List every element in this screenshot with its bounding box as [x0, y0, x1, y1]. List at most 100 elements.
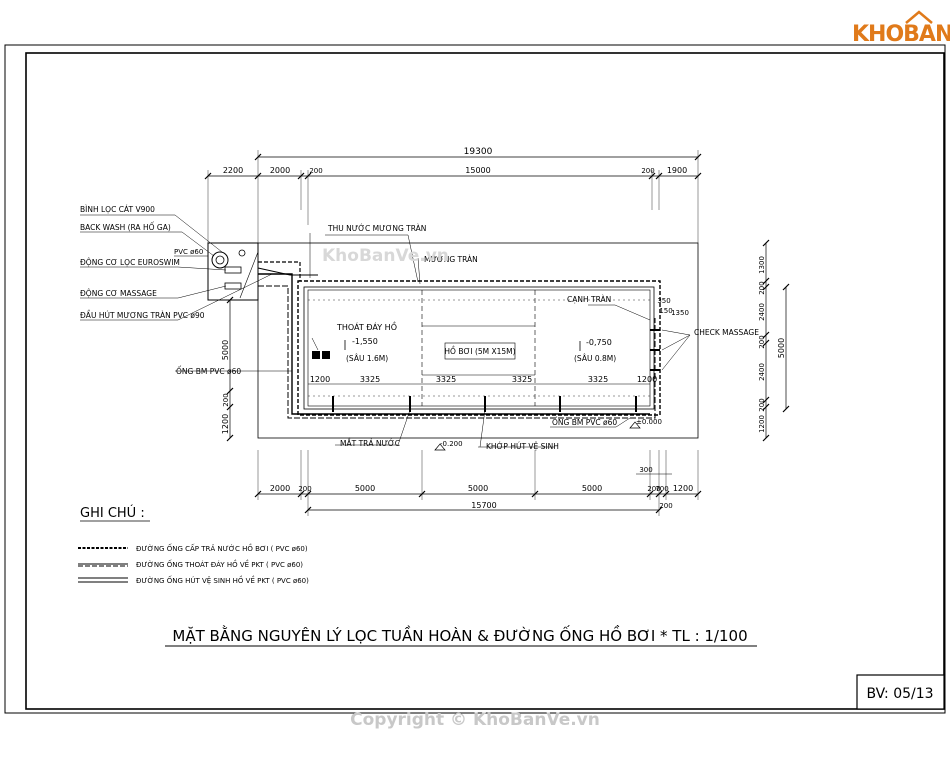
- dim-bottom-small: 300: [639, 466, 652, 474]
- dim-inner: 3325: [588, 375, 608, 384]
- pool-basin: [307, 289, 651, 407]
- dim-right-misc: 150: [659, 307, 672, 315]
- dim-right: 1200: [758, 415, 766, 433]
- dim-left: 200: [222, 393, 230, 406]
- return-pipe: [258, 273, 650, 415]
- dim-bottom: 700: [655, 485, 668, 493]
- legend-drain: ĐƯỜNG ỐNG THOÁT ĐÁY HỒ VỀ PKT ( PVC ø60): [136, 559, 303, 569]
- label-main-drain: THOÁT ĐÁY HỒ: [336, 320, 397, 332]
- valve-icon: [238, 249, 246, 257]
- dim-bottom: 200: [647, 485, 660, 493]
- sand-filter-icon: [211, 251, 229, 269]
- drain-pipe: [258, 285, 656, 419]
- sheet-number: BV: 05/13: [866, 686, 933, 702]
- level-symbol-icon: [434, 443, 446, 451]
- drawing-title: MẶT BẰNG NGUYÊN LÝ LỌC TUẦN HOÀN & ĐƯỜNG…: [172, 624, 747, 645]
- label-check-massage: CHECK MASSAGE: [694, 328, 759, 337]
- dim-bottom: 2000: [270, 484, 290, 493]
- pool-name-box: [444, 342, 516, 360]
- label-backwash: BACK WASH (RA HỐ GA): [80, 222, 171, 232]
- dim-bottom: 1200: [673, 484, 693, 493]
- label-massage-pipe-right: ỐNG BM PVC ø60: [552, 417, 617, 427]
- label-filter-pump: ĐỘNG CƠ LỌC EUROSWIM: [80, 258, 180, 267]
- dim-top-seg: 200: [641, 167, 654, 175]
- diagonal-pipe: [239, 251, 259, 299]
- level-deck: -0.200: [440, 440, 463, 448]
- watermark: KhoBanVe.vn: [322, 246, 449, 266]
- label-overflow-edge: CẠNH TRÀN: [567, 295, 611, 304]
- dim-bottom: 200: [298, 485, 311, 493]
- copyright: Copyright © KhoBanVe.vn: [350, 710, 600, 730]
- notes-heading: GHI CHÚ :: [80, 505, 145, 521]
- dim-inner: 1200: [637, 375, 657, 384]
- leader-lines: [80, 214, 691, 448]
- massage-pump-icon: [224, 282, 242, 290]
- level-symbol-icon: [629, 421, 641, 429]
- label-pvc: PVC ø60: [174, 248, 203, 256]
- label-overflow-channel: MƯƠNG TRÀN: [424, 255, 478, 264]
- dim-right: 2400: [758, 363, 766, 381]
- dim-bottom: 5000: [468, 484, 488, 493]
- dim-top-seg: 2000: [270, 166, 290, 175]
- dim-right: 1300: [758, 256, 766, 274]
- label-return-jet: MẮT TRẢ NƯỚC: [340, 438, 400, 448]
- dim-top-total: 19300: [464, 147, 493, 157]
- depth-shallow: (SÂU 0.8M): [574, 354, 616, 363]
- overflow-gutter: [297, 280, 661, 416]
- inner-border: [25, 52, 945, 710]
- label-massage-pipe-left: ỐNG BM PVC ø60: [176, 366, 241, 376]
- pool-edge: [303, 286, 655, 410]
- dim-inner: 3325: [436, 375, 456, 384]
- dim-inner: 3325: [360, 375, 380, 384]
- dimension-ticks: [226, 296, 234, 442]
- sand-filter-icon: [215, 255, 225, 265]
- label-massage-pump: ĐỘNG CƠ MASSAGE: [80, 289, 157, 298]
- dim-top-seg: 15000: [465, 166, 490, 175]
- extension-lines: [257, 450, 699, 516]
- supply-pipe: [258, 261, 301, 281]
- site-outline: [257, 242, 699, 439]
- overflow-suction-pipe: [257, 267, 318, 276]
- dim-right-total: 5000: [777, 338, 786, 358]
- pump-icon: [224, 266, 242, 274]
- equipment-room: [207, 242, 259, 301]
- sheet-number-box: [856, 674, 945, 710]
- dim-left: 1200: [221, 414, 230, 434]
- label-sand-filter: BÌNH LỌC CÁT V900: [80, 205, 155, 214]
- roof-icon: [905, 10, 933, 24]
- legend-vacuum: ĐƯỜNG ỐNG HÚT VỆ SINH HỒ VỀ PKT ( PVC ø6…: [136, 575, 309, 585]
- main-drain-icon: [322, 351, 330, 359]
- label-overflow-suction: ĐẦU HÚT MƯƠNG TRÀN PVC ø90: [80, 310, 205, 320]
- dim-right-misc: 350: [657, 297, 670, 305]
- level-shallow: -0,750: [586, 338, 612, 347]
- dim-inner: 3325: [512, 375, 532, 384]
- dim-bottom: 5000: [582, 484, 602, 493]
- level-zero: ±0.000: [636, 418, 662, 426]
- dim-right-misc: 1350: [671, 309, 689, 317]
- brand-logo: KHOBANVE: [852, 10, 950, 47]
- dim-inner: 1200: [310, 375, 330, 384]
- outer-border: [4, 44, 946, 714]
- dim-right: 200: [758, 281, 766, 294]
- pool-name: HỒ BƠI (5M X15M): [444, 346, 515, 356]
- dim-top-seg: 1900: [667, 166, 687, 175]
- main-drain-icon: [312, 351, 320, 359]
- label-overflow-collection: THU NƯỚC MƯƠNG TRÀN: [327, 224, 426, 233]
- dim-bottom-end: 200: [659, 502, 672, 510]
- extension-lines: [207, 150, 699, 243]
- dim-top-seg: 2200: [223, 166, 243, 175]
- dim-right: 2400: [758, 303, 766, 321]
- label-vacuum-fitting: KHỚP HÚT VỆ SINH: [486, 442, 559, 451]
- dim-right: 200: [758, 398, 766, 411]
- dim-right: 200: [758, 335, 766, 348]
- depth-deep: (SÂU 1.6M): [346, 354, 388, 363]
- dimension-ticks: [762, 239, 790, 442]
- dim-top-seg: 200: [309, 167, 322, 175]
- dim-left: 5000: [221, 340, 230, 360]
- level-deep: -1,550: [352, 337, 378, 346]
- legend-supply: ĐƯỜNG ỐNG CẤP TRẢ NƯỚC HỒ BƠI ( PVC ø60): [136, 543, 308, 553]
- dim-bottom: 5000: [355, 484, 375, 493]
- brand-logo-text: KHOBANVE: [852, 22, 950, 47]
